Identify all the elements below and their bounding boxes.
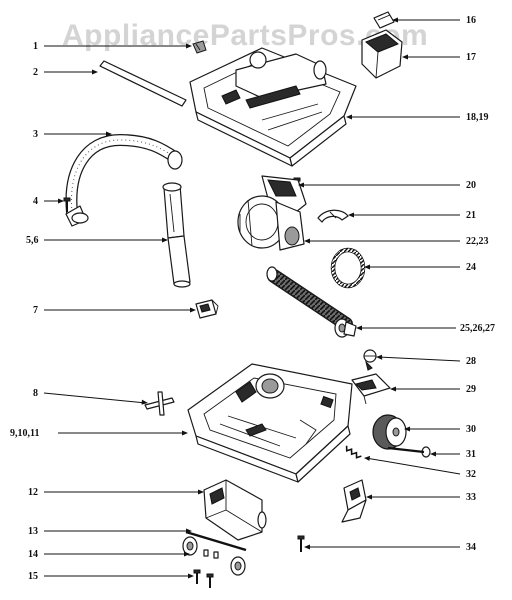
callout-17: 17 (466, 52, 476, 63)
part-32-spring (345, 445, 362, 459)
callout-24: 24 (466, 262, 476, 273)
part-5-6-wand (162, 182, 191, 288)
part-4-screw (63, 197, 71, 212)
part-7-bracket (195, 299, 219, 319)
part-21-clip (317, 209, 349, 223)
part-2-tube (99, 60, 187, 107)
part-18-19-cover (189, 47, 357, 167)
part-15-screws (193, 569, 214, 588)
callout-8: 8 (33, 388, 38, 399)
callout-3: 3 (33, 129, 38, 140)
part-16-cap (373, 11, 395, 29)
part-17-latch (361, 29, 403, 79)
part-33-bracket (341, 479, 367, 523)
callout-labels: 1 2 3 4 5,6 7 8 9,10,11 12 13 14 15 16 1… (10, 15, 495, 582)
part-14-wheels (182, 536, 246, 576)
callout-32: 32 (466, 469, 476, 480)
callout-7: 7 (33, 305, 38, 316)
callout-21: 21 (466, 210, 476, 221)
callout-16: 16 (466, 15, 476, 26)
part-12-housing (203, 479, 267, 541)
part-22-23-motor (237, 175, 307, 251)
part-9-10-11-base (187, 363, 353, 483)
callout-30: 30 (466, 424, 476, 435)
callout-25-26-27: 25,26,27 (460, 323, 495, 334)
callout-18-19: 18,19 (466, 112, 489, 123)
part-28-knob (363, 349, 377, 371)
callout-14: 14 (28, 549, 38, 560)
callout-1: 1 (33, 41, 38, 52)
part-34-screw (297, 535, 305, 552)
callout-15: 15 (28, 571, 38, 582)
callout-12: 12 (28, 487, 38, 498)
part-13-axle (185, 530, 247, 552)
callout-5-6: 5,6 (26, 235, 39, 246)
callout-22-23: 22,23 (466, 236, 489, 247)
part-3-hose (65, 133, 183, 227)
part-8-clip (144, 391, 175, 416)
callout-29: 29 (466, 384, 476, 395)
callout-2: 2 (33, 67, 38, 78)
leader-lines (43, 17, 461, 579)
part-1-clip (192, 40, 207, 54)
callout-34: 34 (466, 542, 476, 553)
callout-4: 4 (33, 196, 38, 207)
callout-33: 33 (466, 492, 476, 503)
callout-13: 13 (28, 526, 38, 537)
callout-9-10-11: 9,10,11 (10, 428, 39, 439)
callout-28: 28 (466, 356, 476, 367)
part-29-pedal (351, 373, 391, 405)
callout-31: 31 (466, 449, 476, 460)
callout-20: 20 (466, 180, 476, 191)
part-30-wheel (372, 414, 407, 450)
part-31-bolt (387, 446, 431, 458)
part-24-belt (330, 247, 366, 289)
part-25-26-27-brushroll (266, 266, 357, 338)
